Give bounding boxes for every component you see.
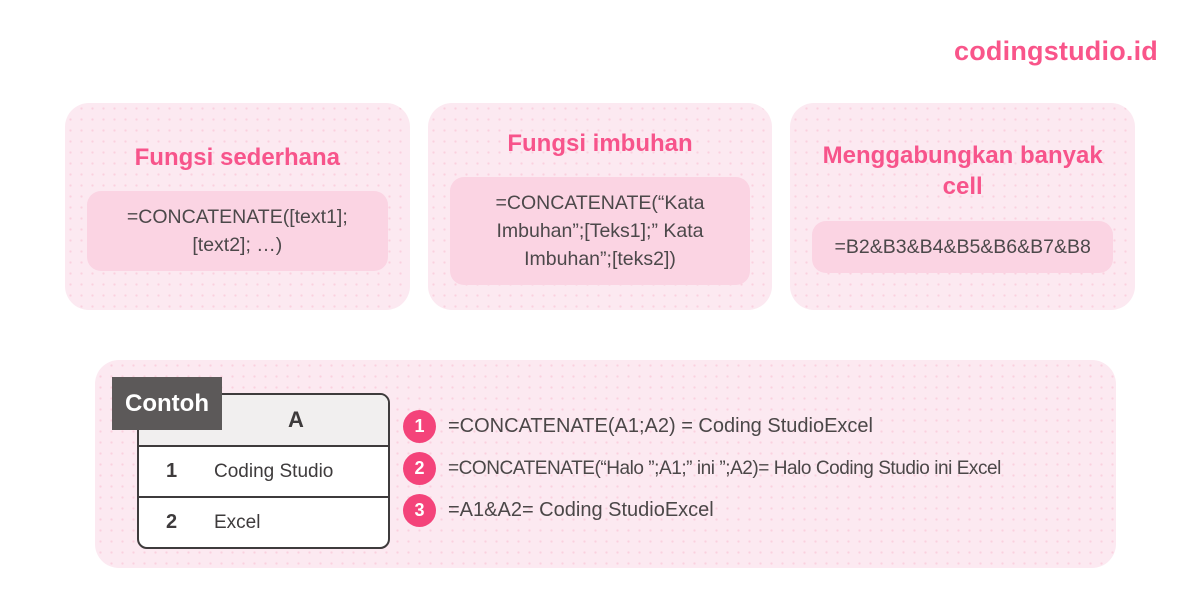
numbered-bullet: 1 xyxy=(403,410,436,443)
table-row: 2 Excel xyxy=(139,496,388,547)
numbered-bullet: 3 xyxy=(403,494,436,527)
table-column-header: A xyxy=(288,407,304,432)
row-number: 1 xyxy=(165,460,178,482)
example-items-list: 1 =CONCATENATE(A1;A2) = Coding StudioExc… xyxy=(403,410,1001,527)
card-title: Menggabungkan banyak cell xyxy=(822,142,1103,201)
card-menggabungkan-banyak-cell: Menggabungkan banyak cell =B2&B3&B4&B5&B… xyxy=(790,103,1136,310)
numbered-bullet: 2 xyxy=(403,452,436,485)
code-text: =CONCATENATE([text1]; [text2]; …) xyxy=(126,205,348,257)
cards-row: Fungsi sederhana =CONCATENATE([text1]; [… xyxy=(65,103,1136,310)
formula-text: =CONCATENATE(A1;A2) = Coding StudioExcel xyxy=(448,415,873,437)
list-item: 3 =A1&A2= Coding StudioExcel xyxy=(403,494,1001,527)
row-number: 2 xyxy=(165,511,178,533)
card-fungsi-sederhana: Fungsi sederhana =CONCATENATE([text1]; [… xyxy=(65,103,410,310)
card-fungsi-imbuhan: Fungsi imbuhan =CONCATENATE(“Kata Imbuha… xyxy=(427,103,773,310)
table-row: 1 Coding Studio xyxy=(139,445,388,496)
code-box: =B2&B3&B4&B5&B6&B7&B8 xyxy=(812,220,1114,273)
cell-value: Excel xyxy=(214,511,261,533)
code-box: =CONCATENATE(“Kata Imbuhan”;[Teks1];” Ka… xyxy=(449,176,751,286)
example-section: Contoh A 1 Coding Studio 2 Excel 1 =CONC… xyxy=(95,360,1116,568)
brand-logo: codingstudio.id xyxy=(954,36,1158,66)
list-item: 2 =CONCATENATE(“Halo ”;A1;” ini ”;A2)= H… xyxy=(403,452,1001,485)
example-label: Contoh xyxy=(112,377,222,430)
code-text: =B2&B3&B4&B5&B6&B7&B8 xyxy=(834,235,1091,258)
code-text: =CONCATENATE(“Kata Imbuhan”;[Teks1];” Ka… xyxy=(495,191,705,271)
formula-text: =A1&A2= Coding StudioExcel xyxy=(448,499,714,521)
cell-value: Coding Studio xyxy=(214,460,334,482)
list-item: 1 =CONCATENATE(A1;A2) = Coding StudioExc… xyxy=(403,410,1001,443)
card-title: Fungsi sederhana xyxy=(134,143,341,171)
code-box: =CONCATENATE([text1]; [text2]; …) xyxy=(87,190,388,272)
card-title: Fungsi imbuhan xyxy=(507,129,693,157)
formula-text: =CONCATENATE(“Halo ”;A1;” ini ”;A2)= Hal… xyxy=(448,457,1001,479)
